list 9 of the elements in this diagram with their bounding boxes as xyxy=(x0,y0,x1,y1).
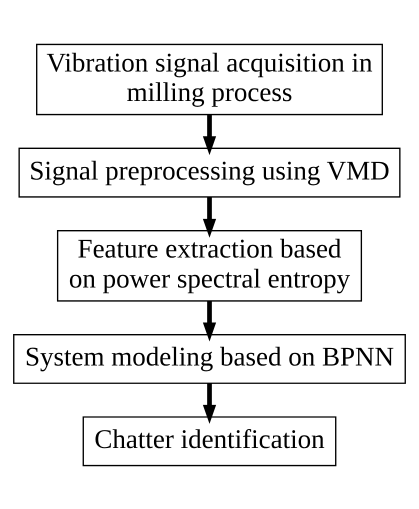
arrow xyxy=(202,300,216,341)
arrow xyxy=(202,382,216,424)
node-box: Chatter identification xyxy=(82,416,336,466)
arrow xyxy=(202,196,216,238)
arrow xyxy=(202,114,216,155)
node-box: Vibration signal acquisition in milling process xyxy=(36,43,383,115)
node-box: System modeling based on BPNN xyxy=(13,333,406,384)
node-box: Signal preprocessing using VMD xyxy=(18,147,401,198)
node-box: Feature extraction based on power spectral entropy xyxy=(56,230,362,302)
